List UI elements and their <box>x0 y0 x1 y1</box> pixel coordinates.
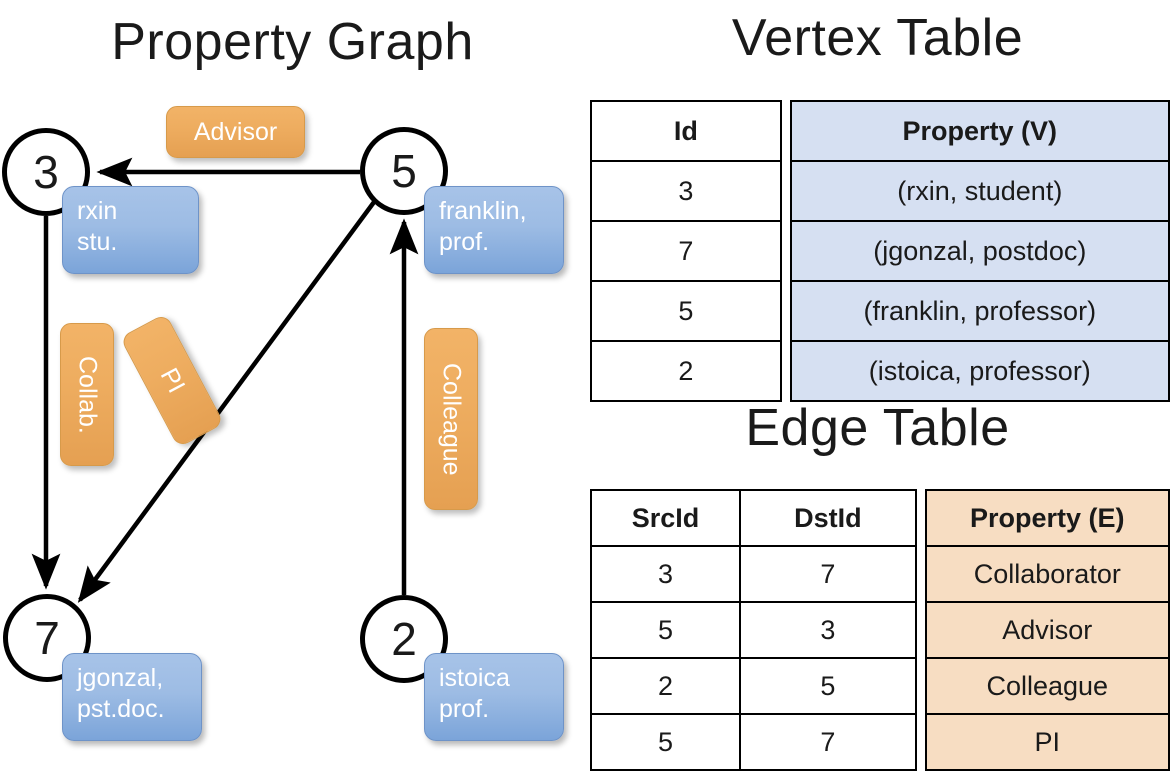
cell-id: 2 <box>590 340 782 402</box>
graph-node-5[interactable]: 5 <box>360 127 448 215</box>
column-spacer <box>916 546 926 602</box>
column-header-id: Id <box>590 100 782 162</box>
table-row: 3 (rxin, student) <box>590 160 1170 222</box>
vertex-property-box-rxin: rxin stu. <box>62 186 199 274</box>
cell-property: (franklin, professor) <box>789 280 1170 342</box>
cell-property: (istoica, professor) <box>789 340 1170 402</box>
column-header-property-v: Property (V) <box>789 100 1170 162</box>
column-spacer <box>916 490 926 546</box>
edge-label-text: Collab. <box>73 355 102 434</box>
column-spacer <box>781 281 791 341</box>
edge-label-box-colleague: Colleague <box>424 328 478 510</box>
vertex-property-box-jgonzal: jgonzal, pst.doc. <box>62 653 202 741</box>
column-header-property-e: Property (E) <box>924 489 1170 547</box>
cell-property: (rxin, student) <box>789 160 1170 222</box>
vertex-property-line-1: jgonzal, <box>77 664 164 692</box>
edge-arrow-pi <box>77 196 379 603</box>
column-spacer <box>781 101 791 161</box>
cell-srcid: 5 <box>590 601 741 659</box>
cell-property: PI <box>924 713 1170 771</box>
vertex-property-box-franklin: franklin, prof. <box>424 186 564 274</box>
vertex-property-line-2: stu. <box>77 227 118 256</box>
page-title-property-graph: Property Graph <box>111 13 474 71</box>
edge-label-box-collab: Collab. <box>60 323 114 466</box>
edge-label-box-advisor: Advisor <box>166 106 305 158</box>
column-spacer <box>916 714 926 770</box>
vertex-property-line-2: prof. <box>439 227 490 256</box>
vertex-property-line-2: prof. <box>439 694 490 723</box>
cell-id: 3 <box>590 160 782 222</box>
vertex-property-line-2: pst.doc. <box>77 694 165 723</box>
vertex-property-line-1: rxin <box>77 197 118 225</box>
vertex-property-box-istoica: istoica prof. <box>424 653 564 741</box>
table-row: 5 3 Advisor <box>590 601 1170 659</box>
column-spacer <box>916 602 926 658</box>
table-row: 3 7 Collaborator <box>590 545 1170 603</box>
cell-id: 5 <box>590 280 782 342</box>
cell-dstid: 7 <box>738 545 917 603</box>
table-row: 2 (istoica, professor) <box>590 340 1170 402</box>
table-header-row: SrcId DstId Property (E) <box>590 489 1170 547</box>
table-header-row: Id Property (V) <box>590 100 1170 162</box>
table-row: 5 (franklin, professor) <box>590 280 1170 342</box>
vertex-table: Id Property (V) 3 (rxin, student) 7 (jgo… <box>590 100 1170 402</box>
column-header-dstid: DstId <box>738 489 917 547</box>
graph-node-2[interactable]: 2 <box>360 595 448 683</box>
edge-label-text: PI <box>154 363 191 398</box>
graph-edges-svg <box>31 157 419 603</box>
cell-dstid: 5 <box>738 657 917 715</box>
property-graph-panel: Property Graph 3 5 7 2 rxin stu. fr <box>0 0 585 760</box>
table-row: 7 (jgonzal, postdoc) <box>590 220 1170 282</box>
cell-id: 7 <box>590 220 782 282</box>
edge-label-text: Advisor <box>193 117 278 146</box>
cell-dstid: 7 <box>738 713 917 771</box>
vertex-property-line-1: istoica <box>439 664 510 692</box>
cell-property: Colleague <box>924 657 1170 715</box>
table-row: 5 7 PI <box>590 713 1170 771</box>
cell-property: Advisor <box>924 601 1170 659</box>
cell-srcid: 2 <box>590 657 741 715</box>
cell-srcid: 5 <box>590 713 741 771</box>
column-spacer <box>781 161 791 221</box>
cell-property: Collaborator <box>924 545 1170 603</box>
column-spacer <box>781 221 791 281</box>
page-title-edge-table: Edge Table <box>745 399 1010 457</box>
edge-label-text: Colleague <box>437 362 466 476</box>
vertex-property-line-1: franklin, <box>439 197 527 225</box>
edge-table: SrcId DstId Property (E) 3 7 Collaborato… <box>590 489 1170 771</box>
cell-property: (jgonzal, postdoc) <box>789 220 1170 282</box>
cell-srcid: 3 <box>590 545 741 603</box>
column-header-srcid: SrcId <box>590 489 741 547</box>
page-title-vertex-table: Vertex Table <box>731 9 1024 67</box>
column-spacer <box>781 341 791 401</box>
column-spacer <box>916 658 926 714</box>
cell-dstid: 3 <box>738 601 917 659</box>
table-row: 2 5 Colleague <box>590 657 1170 715</box>
